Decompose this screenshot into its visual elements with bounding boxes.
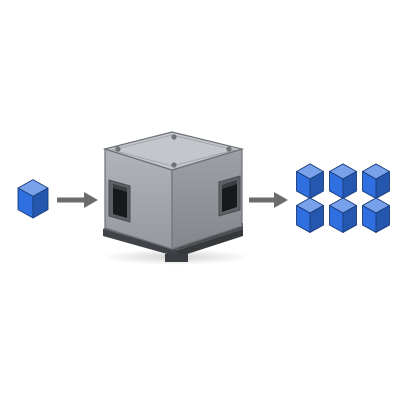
arrow-right-icon xyxy=(57,192,98,208)
machine-outlet-opening xyxy=(218,175,241,217)
input-cube xyxy=(17,179,49,219)
arrow-right-icon xyxy=(249,192,288,208)
blue-cube-icon xyxy=(329,163,357,199)
blue-cube-icon xyxy=(329,197,357,233)
machine-inlet-opening xyxy=(108,179,131,223)
blue-cube-icon xyxy=(362,197,390,233)
blue-cube-icon xyxy=(17,179,49,219)
machine-top-face xyxy=(102,131,245,171)
output-cubes xyxy=(296,163,390,233)
blue-cube-icon xyxy=(296,163,324,199)
blue-cube-icon xyxy=(362,163,390,199)
blue-cube-icon xyxy=(296,197,324,233)
steel-box-machine-icon xyxy=(102,131,250,265)
